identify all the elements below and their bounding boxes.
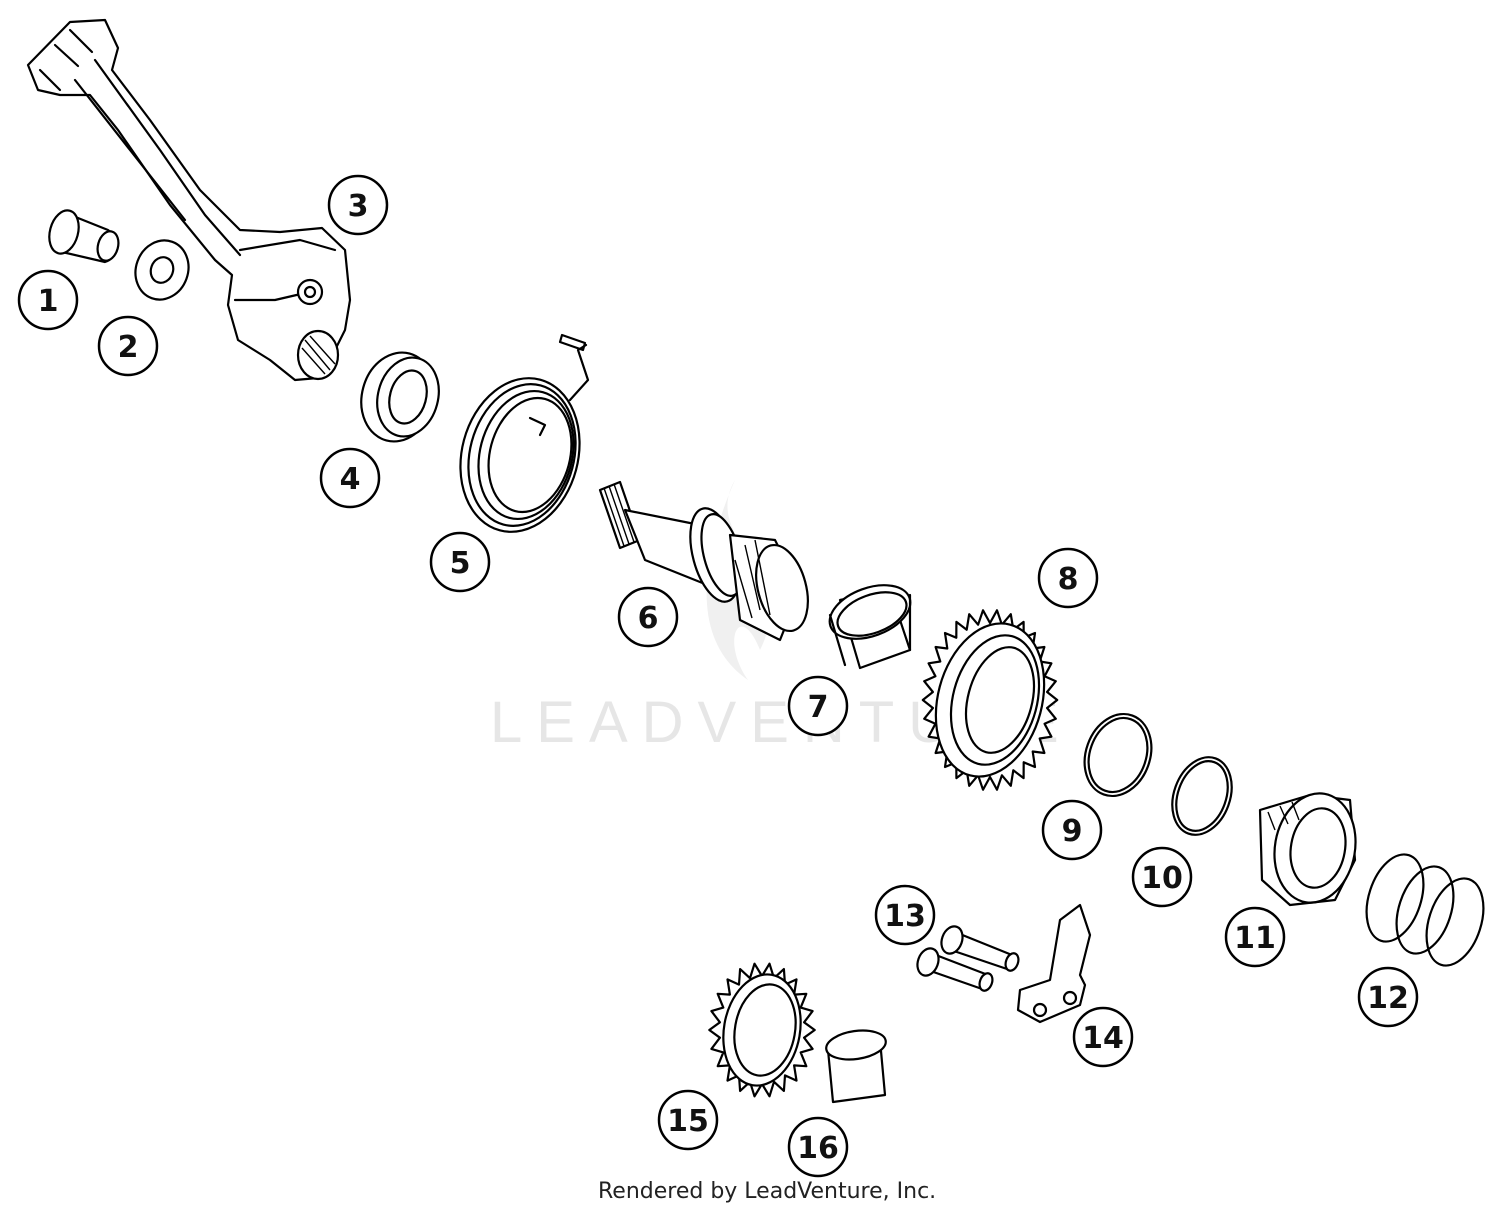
part-6-kick-shaft — [598, 480, 809, 642]
part-5-kick-spring — [459, 333, 590, 533]
part-4-seal-ring — [360, 351, 440, 443]
callout-circle — [787, 675, 849, 737]
callout-circle — [787, 1116, 849, 1178]
callout-14: 14 — [1072, 1006, 1134, 1068]
callout-number: 10 — [1141, 861, 1183, 896]
callout-number: 4 — [340, 462, 361, 497]
callout-circle — [617, 586, 679, 648]
callout-circle — [429, 531, 491, 593]
callout-number: 14 — [1082, 1021, 1124, 1056]
callout-number: 7 — [808, 690, 829, 725]
callout-10: 10 — [1131, 846, 1193, 908]
callout-circle — [1357, 966, 1419, 1028]
callout-2: 2 — [97, 315, 159, 377]
callout-number: 11 — [1234, 921, 1276, 956]
callout-15: 15 — [657, 1089, 719, 1151]
part-16-bushing — [825, 1029, 887, 1104]
callout-number: 8 — [1058, 562, 1079, 597]
callout-9: 9 — [1041, 799, 1103, 861]
callout-circle — [874, 884, 936, 946]
callout-16: 16 — [787, 1116, 849, 1178]
part-3-kick-lever — [26, 18, 352, 382]
callout-number: 9 — [1062, 814, 1083, 849]
callout-11: 11 — [1224, 906, 1286, 968]
callout-number: 15 — [667, 1104, 709, 1139]
callout-number: 16 — [797, 1131, 839, 1166]
callout-7: 7 — [787, 675, 849, 737]
callout-5: 5 — [429, 531, 491, 593]
part-1-pin — [48, 209, 120, 264]
callout-3: 3 — [327, 174, 389, 236]
callout-6: 6 — [617, 586, 679, 648]
part-15-intermediate-gear — [708, 962, 816, 1098]
part-14-guide-plate — [1016, 903, 1092, 1024]
callout-number: 12 — [1367, 981, 1409, 1016]
callout-circle — [97, 315, 159, 377]
callout-number: 5 — [450, 546, 471, 581]
callout-circle — [327, 174, 389, 236]
part-7-bushing — [828, 584, 912, 670]
part-11-ratchet-gear — [1258, 792, 1357, 907]
part-13-screws — [916, 925, 1020, 992]
callout-number: 2 — [118, 330, 139, 365]
callout-circle — [1072, 1006, 1134, 1068]
callout-12: 12 — [1357, 966, 1419, 1028]
callout-number: 6 — [638, 601, 659, 636]
callout-circle — [1224, 906, 1286, 968]
part-8-kick-gear — [921, 609, 1059, 791]
callout-1: 1 — [17, 269, 79, 331]
callout-circle — [657, 1089, 719, 1151]
callout-circle — [1037, 547, 1099, 609]
callout-8: 8 — [1037, 547, 1099, 609]
callout-circle — [319, 447, 381, 509]
callout-circle — [1041, 799, 1103, 861]
footer-credit: Rendered by LeadVenture, Inc. — [598, 1179, 936, 1204]
part-12-coil-spring — [1365, 853, 1485, 967]
part-10-circlip — [1171, 756, 1233, 836]
callout-number: 1 — [38, 284, 59, 319]
callout-13: 13 — [874, 884, 936, 946]
callout-number: 13 — [884, 899, 926, 934]
part-2-washer — [134, 239, 190, 301]
callout-circle — [1131, 846, 1193, 908]
callout-circle — [17, 269, 79, 331]
part-9-shim-ring — [1083, 712, 1153, 798]
callout-number: 3 — [348, 189, 369, 224]
callout-4: 4 — [319, 447, 381, 509]
